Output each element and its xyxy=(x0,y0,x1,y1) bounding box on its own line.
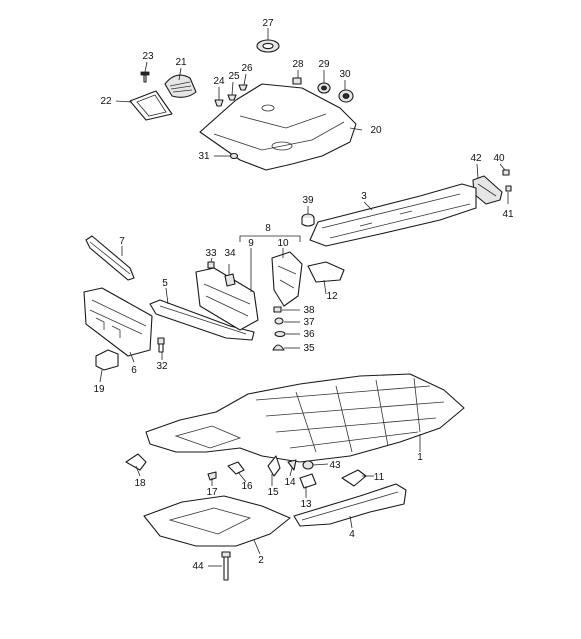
callout-30: 30 xyxy=(339,69,351,80)
callout-28: 28 xyxy=(292,59,304,70)
part-29-grommet xyxy=(317,82,331,94)
callout-3: 3 xyxy=(361,191,367,202)
callout-5: 5 xyxy=(162,278,168,289)
part-28-nut xyxy=(292,77,302,85)
callout-13: 13 xyxy=(300,499,312,510)
part-10-support xyxy=(271,251,303,307)
part-38-nut xyxy=(273,306,282,313)
part-15-bracket xyxy=(267,455,281,477)
part-42-plate xyxy=(472,175,503,205)
part-24-clip xyxy=(214,99,224,107)
callout-26: 26 xyxy=(241,63,253,74)
callout-22: 22 xyxy=(100,96,112,107)
part-22-frame xyxy=(129,90,173,121)
callout-12: 12 xyxy=(326,291,338,302)
callout-40: 40 xyxy=(493,153,505,164)
callout-38: 38 xyxy=(303,305,315,316)
callout-16: 16 xyxy=(241,481,253,492)
callout-20: 20 xyxy=(370,125,382,136)
part-21-vent xyxy=(164,74,197,98)
part-32-bolt xyxy=(157,337,165,353)
callout-15: 15 xyxy=(267,487,279,498)
callout-27: 27 xyxy=(262,18,274,29)
callout-44: 44 xyxy=(192,561,204,572)
callout-36: 36 xyxy=(303,329,315,340)
part-20-front-panel xyxy=(199,83,357,171)
part-31-plug xyxy=(229,152,239,160)
part-43-plug xyxy=(302,460,314,470)
callout-2: 2 xyxy=(258,555,264,566)
part-1-floor-pan xyxy=(145,373,465,463)
callout-24: 24 xyxy=(213,76,225,87)
callout-4: 4 xyxy=(349,529,355,540)
callout-41: 41 xyxy=(502,209,514,220)
part-30-grommet xyxy=(338,89,354,103)
part-6-rear-panel xyxy=(83,287,153,357)
callout-39: 39 xyxy=(302,195,314,206)
part-14-clip xyxy=(287,459,297,471)
callout-42: 42 xyxy=(470,153,482,164)
callout-23: 23 xyxy=(142,51,154,62)
part-44-bolt xyxy=(221,551,231,581)
callout-25: 25 xyxy=(228,71,240,82)
part-37-bushing xyxy=(274,317,284,325)
part-5-cross-member xyxy=(149,299,255,341)
part-27-ring xyxy=(256,39,280,53)
part-12-bracket xyxy=(307,261,345,283)
callout-21: 21 xyxy=(175,57,187,68)
callout-43: 43 xyxy=(329,460,341,471)
part-16-clip xyxy=(227,461,245,475)
callout-17: 17 xyxy=(206,487,218,498)
part-19-bracket xyxy=(95,349,119,371)
callout-33: 33 xyxy=(205,248,217,259)
callout-35: 35 xyxy=(303,343,315,354)
part-23-screw xyxy=(140,71,150,83)
part-26-clip xyxy=(238,84,248,91)
part-18-bracket xyxy=(125,453,147,471)
part-4-channel xyxy=(293,483,407,527)
part-41-screw xyxy=(505,185,512,192)
leader-lines xyxy=(99,28,509,567)
callout-8: 8 xyxy=(265,223,271,234)
part-39-cap xyxy=(301,213,315,227)
callout-10: 10 xyxy=(277,238,289,249)
callout-14: 14 xyxy=(284,477,296,488)
callout-34: 34 xyxy=(224,248,236,259)
part-7-strip xyxy=(85,235,135,281)
callout-7: 7 xyxy=(119,236,125,247)
callout-6: 6 xyxy=(131,365,137,376)
part-13-bracket xyxy=(299,473,317,489)
part-35-rubber-mount xyxy=(272,344,285,351)
callout-labels: 27 23 21 22 24 25 26 28 29 30 20 31 42 4… xyxy=(93,18,514,572)
part-25-clip xyxy=(227,94,237,101)
callout-29: 29 xyxy=(318,59,330,70)
part-36-washer xyxy=(274,330,286,338)
callout-37: 37 xyxy=(303,317,315,328)
part-34-bracket xyxy=(224,273,236,287)
part-2-rear-panel xyxy=(143,495,291,547)
part-33-nut xyxy=(207,261,215,269)
callout-11: 11 xyxy=(374,472,385,483)
callout-1: 1 xyxy=(417,452,423,463)
part-40-nut xyxy=(502,169,510,176)
callout-19: 19 xyxy=(93,384,105,395)
part-3-side-member xyxy=(309,183,477,247)
part-17-clip xyxy=(207,471,217,481)
part-11-bracket xyxy=(341,469,367,487)
callout-9: 9 xyxy=(248,238,254,249)
callout-32: 32 xyxy=(156,361,168,372)
callout-18: 18 xyxy=(134,478,146,489)
callout-31: 31 xyxy=(198,151,210,162)
